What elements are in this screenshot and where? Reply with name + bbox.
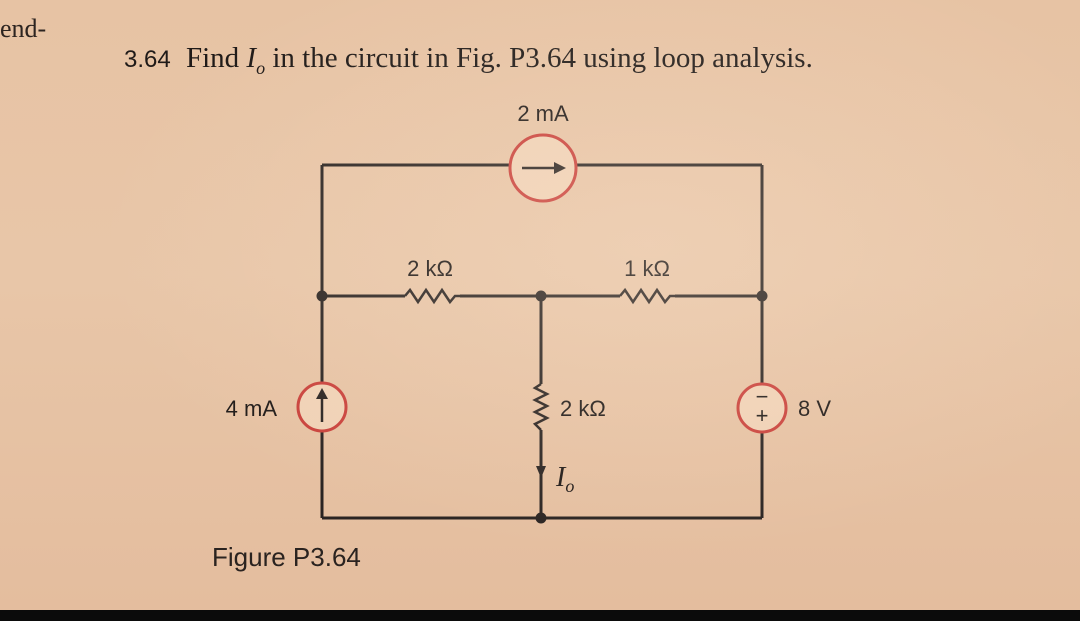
arrow-up-icon xyxy=(316,388,328,399)
current-symbol: I xyxy=(246,42,257,74)
problem-text-before: Find xyxy=(185,42,240,74)
current-source-left xyxy=(296,381,348,433)
resistor-right xyxy=(619,287,675,305)
label-source-top: 2 mA xyxy=(517,101,569,126)
figure-caption: Figure P3.64 xyxy=(212,542,361,572)
current-source-top xyxy=(508,133,578,203)
current-subscript: o xyxy=(256,57,266,78)
label-voltage-source: 8 V xyxy=(798,396,831,421)
margin-fragment: end- xyxy=(0,14,47,43)
bottom-edge xyxy=(0,610,1080,621)
resistor-center xyxy=(532,382,550,431)
problem-number: 3.64 xyxy=(124,46,171,73)
circuit-nodes xyxy=(316,290,768,524)
problem-statement: 3.64 Find Io in the circuit in Fig. P3.6… xyxy=(124,42,813,79)
io-arrow-down-icon xyxy=(536,466,546,478)
voltage-minus-sign: − xyxy=(756,384,769,409)
label-resistor-center: 2 kΩ xyxy=(560,396,606,421)
label-resistor-right: 1 kΩ xyxy=(624,256,670,281)
arrow-right-icon xyxy=(554,162,566,174)
svg-text:Io: Io xyxy=(555,462,574,496)
label-io-symbol: I xyxy=(555,462,567,493)
resistor-left xyxy=(404,287,460,305)
problem-text-after: in the circuit in Fig. P3.64 using loop … xyxy=(272,42,813,74)
voltage-source: − + xyxy=(736,382,788,434)
label-resistor-left: 2 kΩ xyxy=(407,256,453,281)
label-source-left: 4 mA xyxy=(226,396,278,421)
voltage-plus-sign: + xyxy=(756,403,769,428)
label-io-subscript: o xyxy=(565,476,574,496)
